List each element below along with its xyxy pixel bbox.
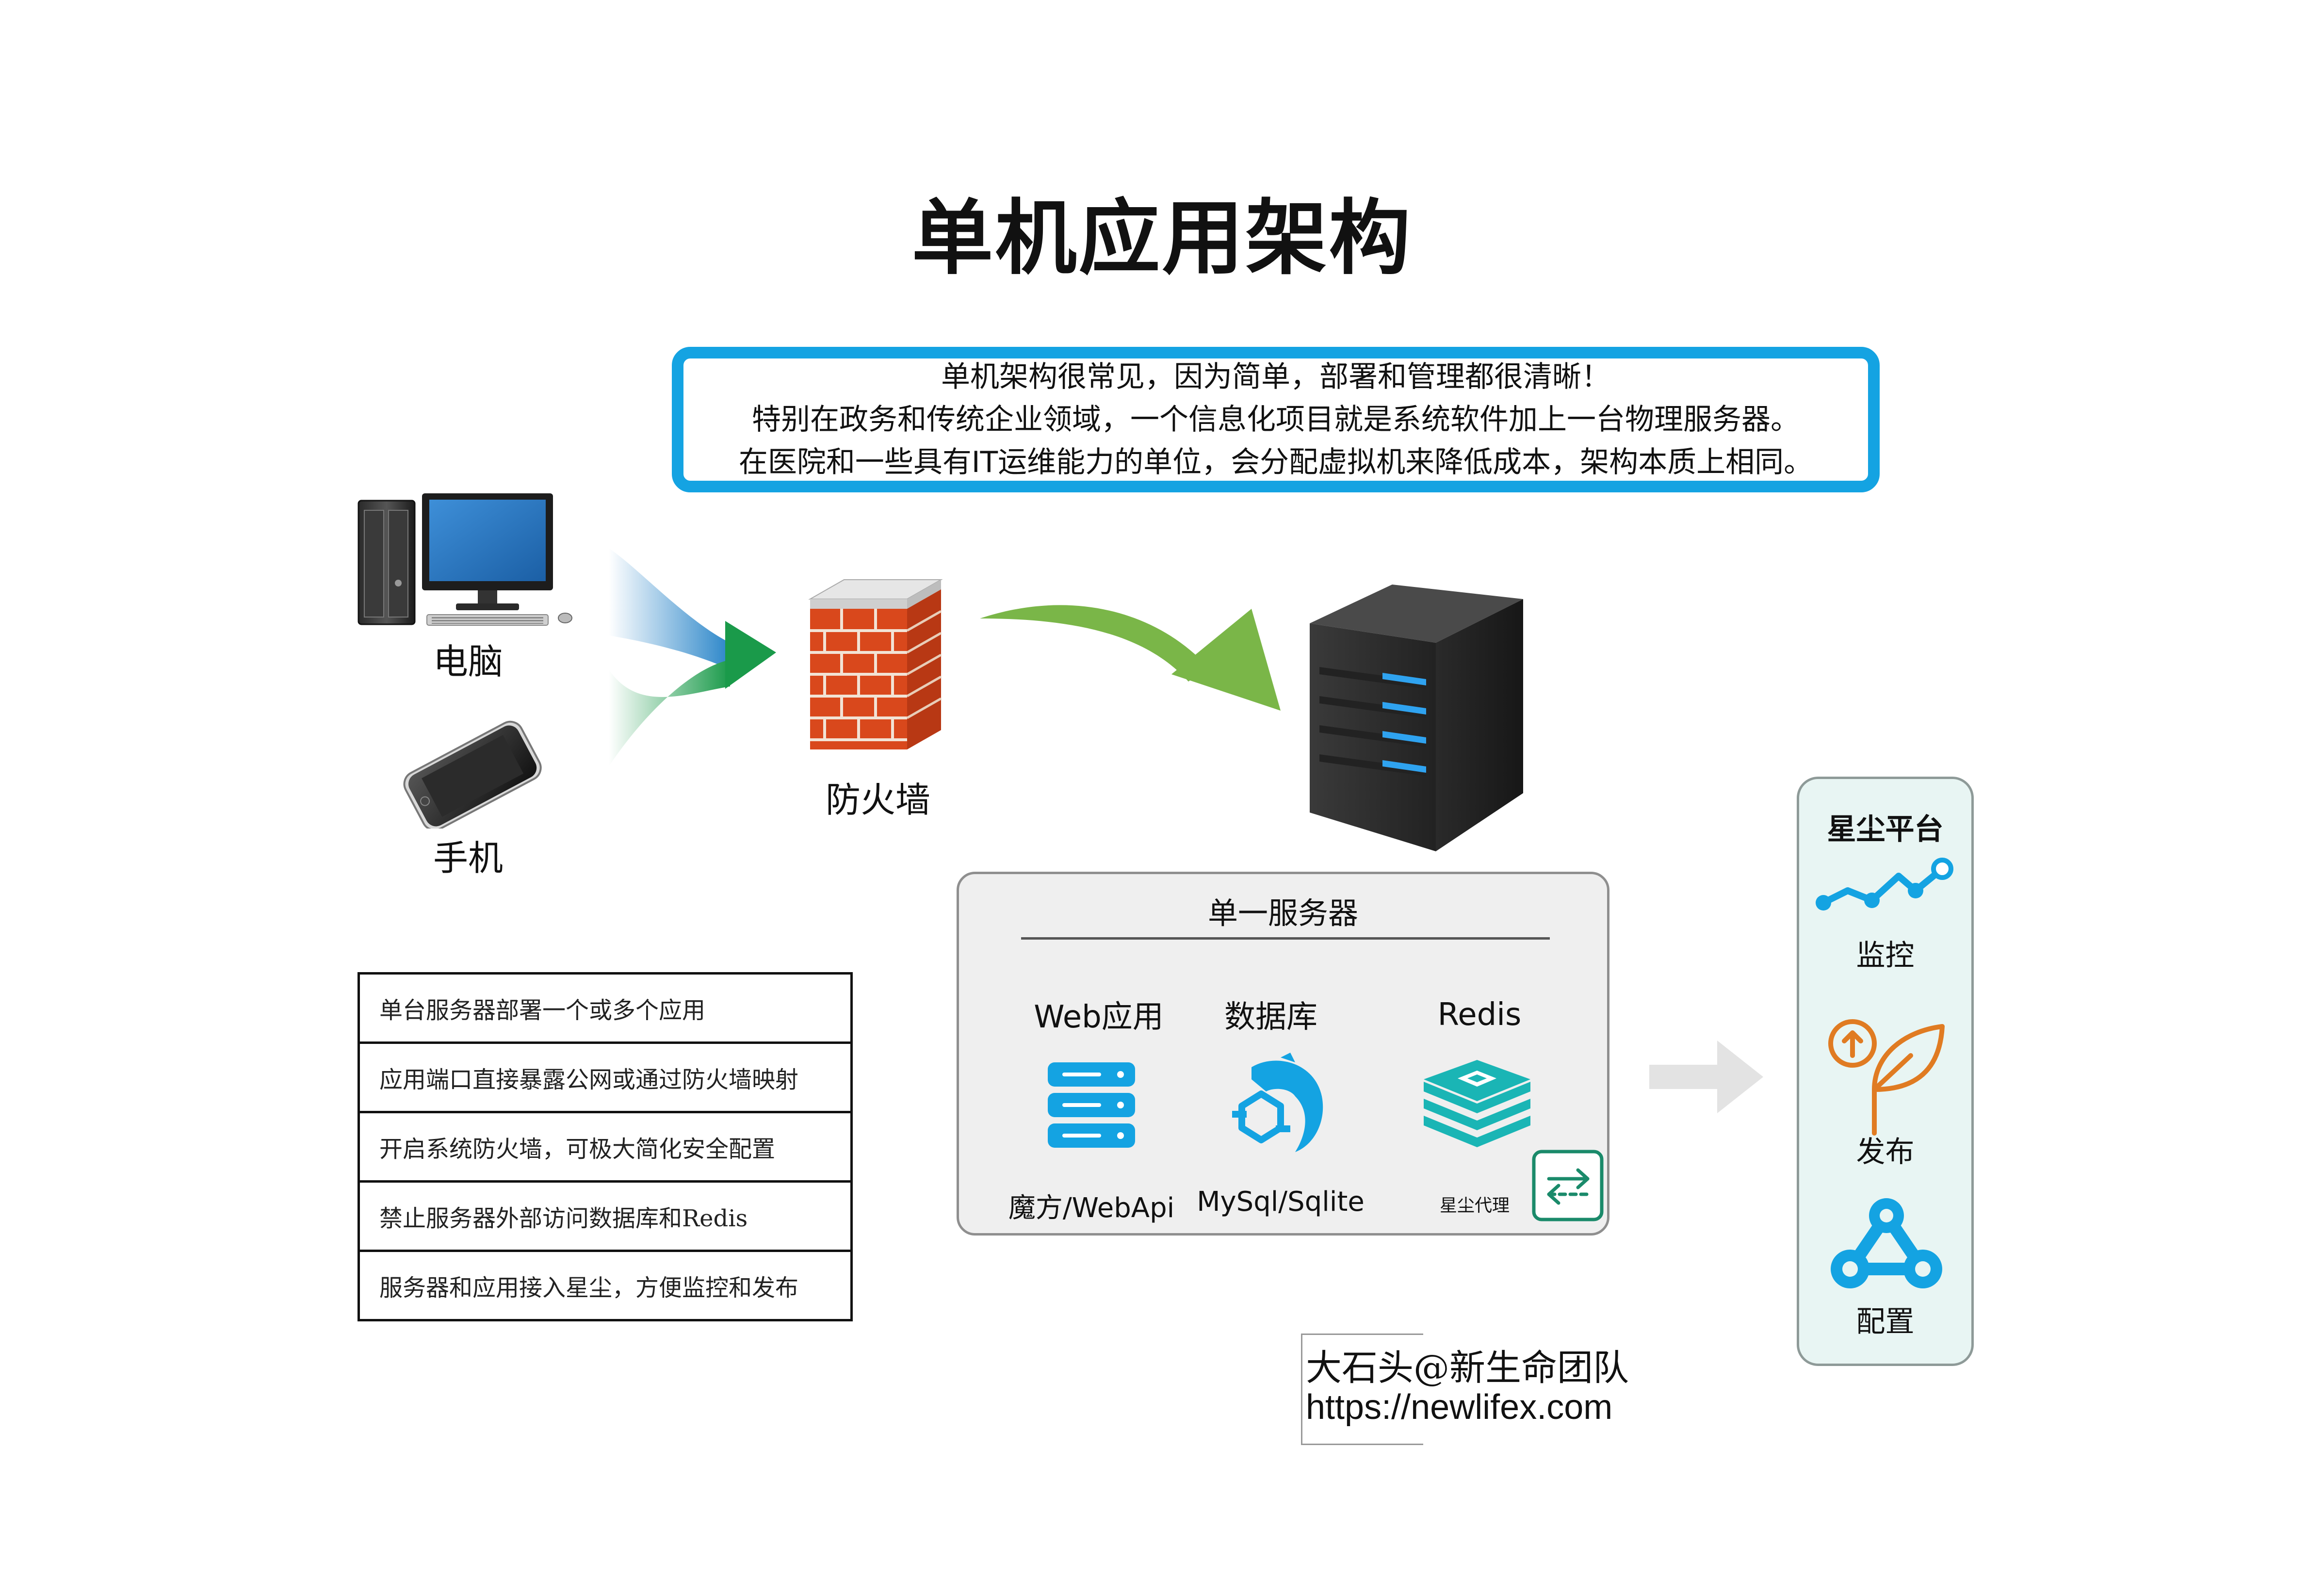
intro-line: 在医院和一些具有IT运维能力的单位，会分配虚拟机来降低成本，架构本质上相同。 bbox=[738, 445, 1813, 479]
credit-bracket bbox=[1301, 1334, 1423, 1445]
note-row: 禁止服务器外部访问数据库和Redis bbox=[360, 1183, 850, 1252]
credit-url[interactable]: https://newlifex.com bbox=[1306, 1388, 1613, 1427]
intro-box: 单机架构很常见，因为简单，部署和管理都很清晰！ 特别在政务和传统企业领域，一个信… bbox=[672, 347, 1880, 492]
component-subtitle-web: 魔方/WebApi bbox=[1008, 1192, 1175, 1224]
component-title-db: 数据库 bbox=[1224, 999, 1317, 1035]
smartphone-icon bbox=[403, 720, 542, 829]
intro-line: 特别在政务和传统企业领域，一个信息化项目就是系统软件加上一台物理服务器。 bbox=[752, 403, 1800, 437]
note-row: 应用端口直接暴露公网或通过防火墙映射 bbox=[360, 1044, 850, 1113]
platform-title: 星尘平台 bbox=[1827, 813, 1944, 846]
arrow-right-icon bbox=[1649, 1041, 1763, 1113]
platform-item-monitor: 监控 bbox=[1856, 939, 1915, 973]
proxy-label: 星尘代理 bbox=[1439, 1196, 1510, 1216]
single-server-panel: 单一服务器 bbox=[957, 872, 1609, 1236]
platform-panel: 星尘平台 监控 发布 配置 bbox=[1797, 777, 1974, 1366]
publish-leaf-icon bbox=[1828, 1019, 1945, 1136]
firewall-label: 防火墙 bbox=[825, 780, 930, 820]
page-title: 单机应用架构 bbox=[911, 191, 1413, 286]
device-label-computer: 电脑 bbox=[433, 641, 503, 682]
config-nodes-icon bbox=[1831, 1198, 1942, 1288]
note-row: 单台服务器部署一个或多个应用 bbox=[360, 975, 850, 1044]
component-subtitle-db: MySql/Sqlite bbox=[1197, 1186, 1365, 1218]
server-stack-icon bbox=[1048, 1062, 1135, 1148]
credit-author: 大石头@新生命团队 bbox=[1306, 1347, 1629, 1389]
merge-arrow-icon bbox=[609, 548, 776, 766]
platform-item-publish: 发布 bbox=[1856, 1135, 1915, 1169]
note-row: 开启系统防火墙，可极大简化安全配置 bbox=[360, 1113, 850, 1183]
proxy-exchange-icon bbox=[1532, 1150, 1604, 1221]
desktop-computer-icon bbox=[358, 493, 572, 626]
divider bbox=[1021, 937, 1550, 940]
dolphin-database-icon bbox=[1232, 1053, 1323, 1152]
component-title-web: Web应用 bbox=[1034, 999, 1164, 1035]
server-tower-icon bbox=[1310, 585, 1523, 851]
brick-wall-icon bbox=[808, 579, 943, 749]
device-label-phone: 手机 bbox=[433, 838, 503, 878]
notes-table: 单台服务器部署一个或多个应用 应用端口直接暴露公网或通过防火墙映射 开启系统防火… bbox=[358, 972, 853, 1321]
component-title-redis: Redis bbox=[1437, 997, 1522, 1033]
note-row: 服务器和应用接入星尘，方便监控和发布 bbox=[360, 1252, 850, 1321]
server-box-title: 单一服务器 bbox=[1207, 895, 1358, 931]
intro-line: 单机架构很常见，因为简单，部署和管理都很清晰！ bbox=[941, 360, 1610, 394]
monitor-trend-icon bbox=[1816, 858, 1953, 911]
redis-layers-icon bbox=[1424, 1060, 1530, 1147]
curved-arrow-icon bbox=[980, 605, 1281, 711]
platform-item-config: 配置 bbox=[1856, 1305, 1915, 1339]
